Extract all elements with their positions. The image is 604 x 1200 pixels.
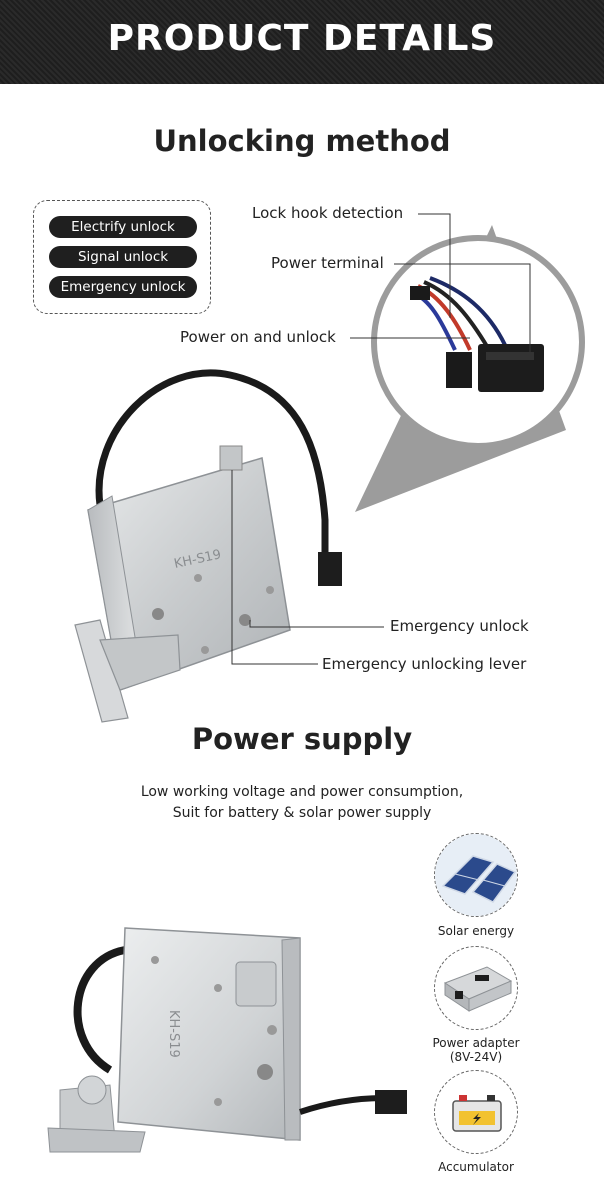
accumulator-label: Accumulator: [438, 1160, 514, 1174]
lock-cable: [95, 369, 329, 560]
method-signal: Signal unlock: [49, 246, 197, 268]
callout-lock-hook: Lock hook detection: [252, 204, 404, 222]
power-line1: Low working voltage and power consumptio…: [140, 784, 464, 800]
lock-illustration-top: KH-S19: [74, 213, 585, 723]
power-adapter-voltage: (8V-24V): [449, 1050, 503, 1064]
accumulator-icon: [434, 1070, 518, 1154]
callout-power-terminal: Power terminal: [271, 254, 384, 272]
callout-emergency-lever: Emergency unlocking lever: [322, 655, 527, 673]
header-banner: PRODUCT DETAILS: [0, 0, 604, 84]
unlock-methods-box: Electrify unlock Signal unlock Emergency…: [33, 200, 211, 314]
leader-lines: [231, 213, 531, 665]
unlocking-title: Unlocking method: [153, 124, 451, 158]
method-electrify: Electrify unlock: [49, 216, 197, 238]
lock-connector: [318, 552, 342, 586]
magnifier-circle: [371, 235, 585, 449]
lock-illustration-bottom: KH-S19: [47, 927, 407, 1153]
solar-energy-label: Solar energy: [437, 924, 515, 938]
lock-strike-plate: [74, 619, 129, 723]
power-title: Power supply: [191, 722, 413, 756]
power-line2: Suit for battery & solar power supply: [172, 805, 432, 821]
callout-power-on: Power on and unlock: [180, 328, 336, 346]
callout-emergency-unlock: Emergency unlock: [390, 617, 529, 635]
zoomed-connector: [410, 276, 544, 392]
power-adapter-icon: [434, 946, 518, 1030]
lock-latch: [99, 634, 181, 691]
svg-text:KH-S19: KH-S19: [166, 1010, 181, 1058]
solar-energy-icon: [434, 833, 518, 917]
lock-cable-bottom: [73, 946, 126, 1074]
method-emergency: Emergency unlock: [49, 276, 197, 298]
page-title: PRODUCT DETAILS: [107, 18, 497, 59]
power-adapter-label: Power adapter: [432, 1036, 520, 1050]
